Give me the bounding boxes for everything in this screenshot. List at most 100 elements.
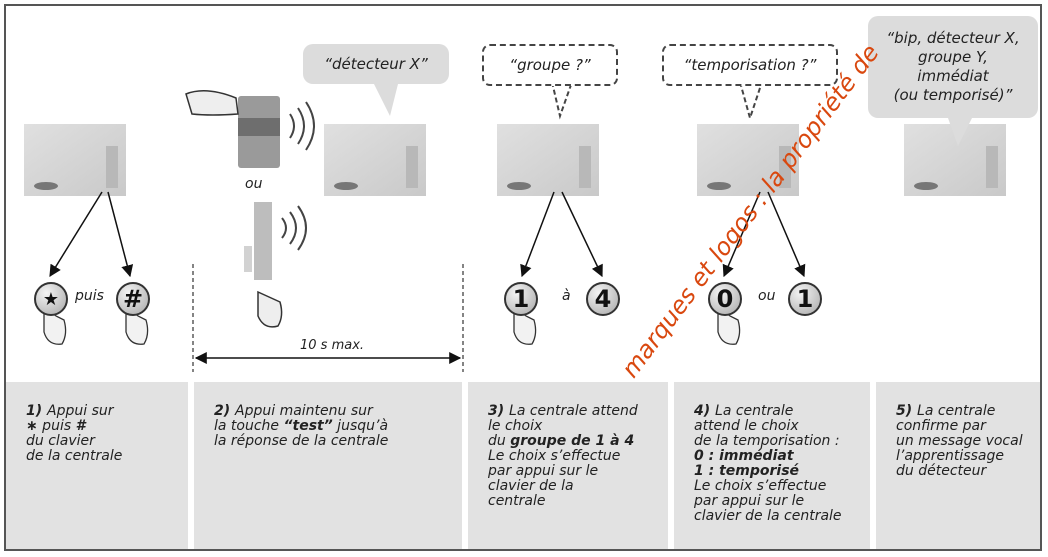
confirmation-line: (ou temporisé)” — [893, 86, 1013, 104]
step-line: de la temporisation : — [694, 434, 860, 449]
step-text: par appui sur le — [488, 463, 599, 479]
step-text: centrale — [488, 493, 546, 509]
control-panel-step1 — [24, 124, 126, 196]
speech-bubble-temporisation: “temporisation ?” — [662, 44, 838, 86]
step-line: du clavier — [26, 434, 178, 449]
step-line: confirme par — [896, 419, 1034, 434]
procedure-frame: “détecteur X” “groupe ?” “temporisation … — [4, 4, 1042, 551]
speech-bubble-groupe: “groupe ?” — [482, 44, 618, 86]
step-line: du détecteur — [896, 464, 1034, 479]
speech-bubble-text: “détecteur X” — [324, 55, 428, 73]
timer-label: 10 s max. — [300, 338, 365, 353]
step-text: de la temporisation : — [694, 433, 840, 449]
step-emphasis: ∗ — [26, 418, 38, 434]
step-emphasis: # — [75, 418, 86, 434]
detector-device — [185, 90, 315, 168]
bubble-tail-confirmation — [948, 118, 972, 146]
arrow-to-immediate-key — [722, 191, 761, 278]
step-number: 1) — [26, 403, 48, 419]
step-line: centrale — [488, 494, 658, 509]
speech-bubble-text: “groupe ?” — [509, 56, 591, 74]
step-text: La centrale — [917, 403, 996, 419]
step-line: Le choix s’effectue — [488, 449, 658, 464]
arrow-to-hash-key — [107, 191, 134, 278]
confirmation-line: groupe Y, — [918, 48, 988, 66]
step-emphasis: 1 : temporisé — [694, 463, 800, 479]
control-panel-step4 — [697, 124, 799, 196]
step-text: la réponse de la centrale — [214, 433, 389, 449]
step-text: de la centrale — [26, 448, 123, 464]
step-line: de la centrale — [26, 449, 178, 464]
bubble-tail-detecteur — [374, 84, 398, 116]
immediate-key[interactable]: 0 — [708, 282, 742, 316]
step-line: clavier de la — [488, 479, 658, 494]
step-text: l’apprentissage — [896, 448, 1004, 464]
step-number: 2) — [214, 403, 236, 419]
step-emphasis: 0 : immédiat — [694, 448, 794, 464]
step-text: Appui sur — [47, 403, 114, 419]
step-line: attend le choix — [694, 419, 860, 434]
step-line: 0 : immédiat — [694, 449, 860, 464]
hash-key-label: # — [122, 285, 144, 313]
step-number: 4) — [694, 403, 716, 419]
immediate-key-label: 0 — [716, 285, 734, 313]
star-key[interactable]: ★ — [34, 282, 68, 316]
delayed-key[interactable]: 1 — [788, 282, 822, 316]
step-text: puis — [37, 418, 76, 434]
step-line: ∗ puis # — [26, 419, 178, 434]
speech-bubble-detecteur: “détecteur X” — [303, 44, 449, 84]
delayed-key-label: 1 — [796, 285, 814, 313]
step-line: 1 : temporisé — [694, 464, 860, 479]
step-text: par appui sur le — [694, 493, 805, 509]
group-max-key[interactable]: 4 — [586, 282, 620, 316]
group-min-key[interactable]: 1 — [504, 282, 538, 316]
step-text: du clavier — [26, 433, 95, 449]
step-line: Le choix s’effectue — [694, 479, 860, 494]
step-text: clavier de la centrale — [694, 508, 842, 524]
step-line: 5) La centrale — [896, 404, 1034, 419]
device-or-label: ou — [245, 176, 263, 192]
step-text: clavier de la — [488, 478, 574, 494]
step-emphasis: groupe de 1 à 4 — [510, 433, 635, 449]
step-text: le choix — [488, 418, 543, 434]
diagram-graphics — [24, 81, 1006, 372]
step-line: 2) Appui maintenu sur — [214, 404, 452, 419]
a-label: à — [562, 288, 571, 304]
step-line: par appui sur le — [488, 464, 658, 479]
group-min-key-label: 1 — [512, 285, 530, 313]
step-text: jusqu’à — [332, 418, 389, 434]
step-text: confirme par — [896, 418, 986, 434]
arrow-to-delayed-key — [767, 191, 806, 278]
step-line: un message vocal — [896, 434, 1034, 449]
group-max-key-label: 4 — [594, 285, 612, 313]
step-line: l’apprentissage — [896, 449, 1034, 464]
step-line: du groupe de 1 à 4 — [488, 434, 658, 449]
ou-choice-label: ou — [758, 288, 776, 304]
confirmation-line: “bip, détecteur X, — [886, 29, 1020, 47]
step-text: Le choix s’effectue — [488, 448, 621, 464]
step-line: le choix — [488, 419, 658, 434]
step-text: Le choix s’effectue — [694, 478, 827, 494]
step-line: par appui sur le — [694, 494, 860, 509]
bubble-tail-groupe — [551, 81, 573, 120]
speech-bubble-text: “temporisation ?” — [683, 56, 817, 74]
step-text: un message vocal — [896, 433, 1023, 449]
confirmation-line: immédiat — [917, 67, 989, 85]
step-text: La centrale attend — [509, 403, 638, 419]
step-text: du — [488, 433, 511, 449]
step-line: la touche “test” jusqu’à — [214, 419, 452, 434]
star-key-label: ★ — [42, 288, 60, 310]
step-text: La centrale — [715, 403, 794, 419]
control-panel-step3 — [497, 124, 599, 196]
hash-key[interactable]: # — [116, 282, 150, 316]
opening-detector-device — [244, 202, 307, 328]
control-panel-step2 — [324, 124, 426, 196]
step-line: la réponse de la centrale — [214, 434, 452, 449]
arrow-to-group-min-key — [520, 191, 555, 278]
step-line: 1) Appui sur — [26, 404, 178, 419]
